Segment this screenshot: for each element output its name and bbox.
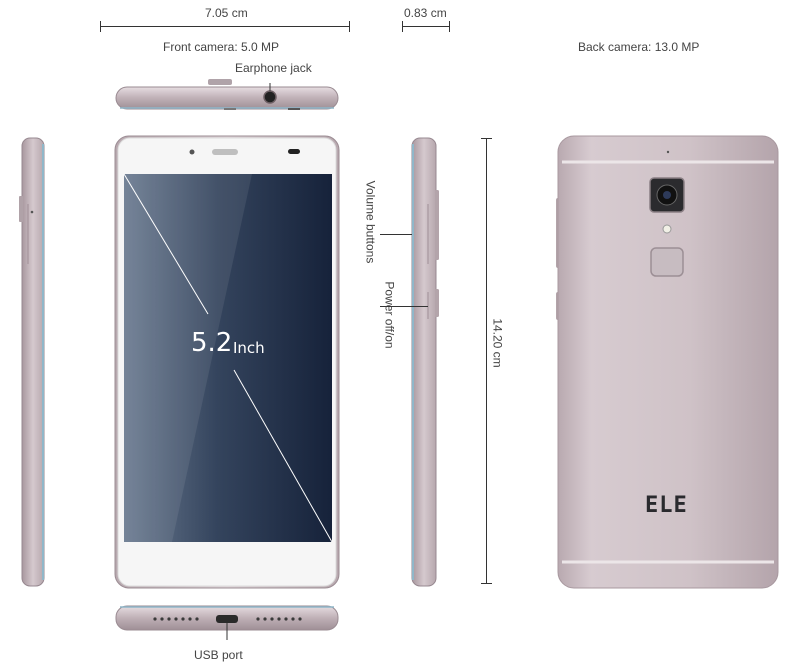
thickness-dimension-line <box>402 26 450 27</box>
phone-left-side <box>19 137 45 587</box>
screen-size-value: 5.2 <box>191 328 233 358</box>
width-dimension-tick-left <box>100 21 101 32</box>
height-dimension-label: 14.20 cm <box>490 318 505 368</box>
width-dimension-label: 7.05 cm <box>205 6 248 20</box>
power-button-label: Power off/on <box>382 281 397 349</box>
earphone-jack-label: Earphone jack <box>235 61 312 75</box>
brand-logo: ELE <box>645 493 688 518</box>
phone-back <box>556 135 779 589</box>
usb-port-label: USB port <box>194 648 243 662</box>
phone-front <box>114 135 340 589</box>
width-dimension-line <box>100 26 350 27</box>
volume-buttons-label: Volume buttons <box>363 180 378 264</box>
volume-pointer-line <box>380 234 412 235</box>
back-camera-label: Back camera: 13.0 MP <box>578 40 700 54</box>
height-dimension-tick-top <box>481 138 492 139</box>
phone-bottom-edge <box>115 605 339 640</box>
height-dimension-tick-bottom <box>481 583 492 584</box>
screen-size-unit: Inch <box>233 339 265 357</box>
thickness-dimension-tick-left <box>402 21 403 32</box>
front-camera-label: Front camera: 5.0 MP <box>163 40 280 54</box>
width-dimension-tick-right <box>349 21 350 32</box>
thickness-dimension-label: 0.83 cm <box>404 6 447 20</box>
thickness-dimension-tick-right <box>449 21 450 32</box>
height-dimension-line <box>486 138 487 584</box>
power-pointer-line <box>380 306 428 307</box>
phone-right-side <box>411 137 439 587</box>
phone-top-edge <box>115 79 339 110</box>
